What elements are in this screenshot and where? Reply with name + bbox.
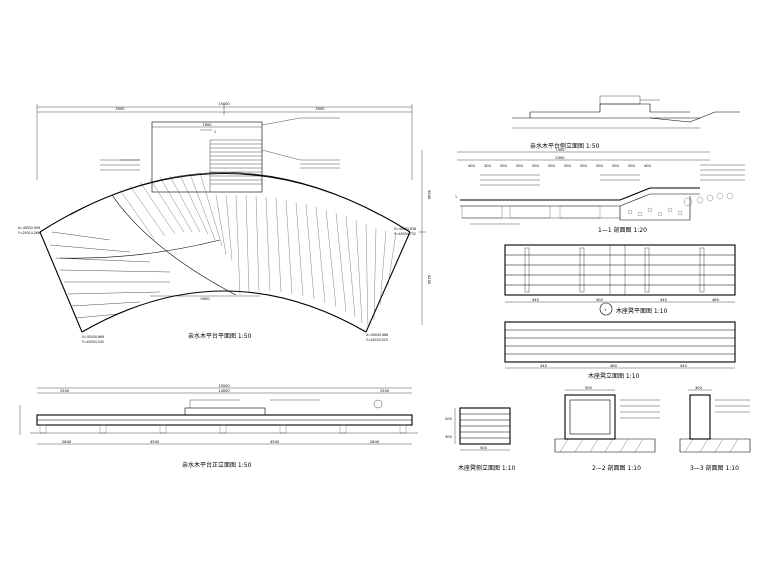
sec1-tick-2: 300 <box>484 164 492 168</box>
bench-side-dim-h1: 200 <box>445 417 453 421</box>
coord-right-x: X=45045.688 <box>366 333 388 337</box>
sec1-tick-9: 500 <box>596 164 604 168</box>
sec1-dim-2: 5300 <box>555 156 565 160</box>
bench-plan-title: 木座凳平面图 1:10 <box>616 307 668 315</box>
section-3-title: 3—3 剖面图 1:10 <box>690 464 739 472</box>
sec1-dim-1: 7400 <box>555 148 565 152</box>
plan-right-dim-2: 4200 <box>427 275 431 285</box>
plan-view: 15000 3500 3500 7600 1 <box>18 102 431 344</box>
coord-right-y: Y=45034.525 <box>366 338 388 342</box>
sec1-tick-10: 500 <box>612 164 620 168</box>
front-bot-dim-2: 4500 <box>150 440 160 444</box>
coord-top-y: Y=45054.732 <box>394 232 416 236</box>
sec1-tick-7: 500 <box>564 164 572 168</box>
section-2-2: 500 2—2 剖面图 1:10 <box>554 386 660 472</box>
bench-elev-dim-1: 440 <box>540 364 548 368</box>
bench-plan-dim-1: 440 <box>532 298 540 302</box>
sec1-tick-11: 500 <box>628 164 636 168</box>
bench-plan-dim-4: 480 <box>712 298 720 302</box>
deck-stairs <box>209 139 262 192</box>
front-elevation: 15000 2500 14000 2500 2840 4500 4500 284… <box>19 384 418 469</box>
sec1-tick-8: 500 <box>580 164 588 168</box>
front-bot-dim-1: 2840 <box>62 440 72 444</box>
sec1-tick-3: 500 <box>500 164 508 168</box>
bench-elev-dim-2: 480 <box>610 364 618 368</box>
rock-fill <box>627 192 734 217</box>
sec3-dim: 300 <box>695 386 703 390</box>
coord-bl-x: X=45050.669 <box>82 335 104 339</box>
front-dim-3: 2500 <box>380 389 390 393</box>
bench-plan-dim-2: 400 <box>596 298 604 302</box>
section-1-1: 7400 5300 400 300 500 500 500 500 500 50… <box>455 148 745 234</box>
plan-dim-right: 3500 <box>315 107 325 111</box>
plan-section-mark: 1 <box>214 130 216 134</box>
bench-side-elevation: 500 200 300 木座凳侧立面图 1:10 <box>445 407 516 472</box>
bench-elevation: 440 480 440 木座凳立面图 1:10 <box>504 321 736 380</box>
sec1-tick-5: 500 <box>532 164 540 168</box>
coord-bl-y: Y=45054.345 <box>82 340 104 344</box>
curved-deck <box>39 172 411 333</box>
side-elevation-title: 亲水木平台侧立面图 1:50 <box>530 142 600 150</box>
front-dim-total: 15000 <box>218 384 230 388</box>
bench-elev-title: 木座凳立面图 1:10 <box>588 372 640 380</box>
coord-top-x: X=45051.838 <box>394 227 416 231</box>
sec1-tick-6: 500 <box>548 164 556 168</box>
sec1-tick-12: 400 <box>644 164 652 168</box>
front-elevation-title: 亲水木平台正立面图 1:50 <box>182 461 252 469</box>
side-elevation: 亲水木平台侧立面图 1:50 <box>512 95 740 150</box>
plan-dim-left: 3500 <box>115 107 125 111</box>
section-dim-ticks: 400 300 500 500 500 500 500 500 500 500 … <box>468 164 652 168</box>
plan-dim-bottom: 9000 <box>200 297 210 301</box>
bench-plan-dim-3: 440 <box>660 298 668 302</box>
plan-title: 亲水木平台平面图 1:50 <box>188 332 252 340</box>
section-1-title: 1—1 剖面图 1:20 <box>598 226 647 234</box>
plan-dim-total: 15000 <box>218 102 230 106</box>
bench-side-dim: 500 <box>480 446 488 450</box>
front-dim-2: 14000 <box>218 389 230 393</box>
bench-plan: 440 400 440 480 1 木座凳平面图 1:10 <box>504 244 736 316</box>
front-dim-1: 2500 <box>60 389 70 393</box>
bench-side-dim-h2: 300 <box>445 435 453 439</box>
section-3-3: 300 3—3 剖面图 1:10 <box>679 386 751 472</box>
coord-left-x: X=45052.906 <box>18 226 40 230</box>
plan-annotation-leaders <box>100 117 340 171</box>
bench-plan-marker <box>599 302 613 316</box>
bench-side-title: 木座凳侧立面图 1:10 <box>458 464 516 472</box>
bench-elev-dim-3: 440 <box>680 364 688 368</box>
coord-left-y: Y=25014.266 <box>18 231 40 235</box>
section-2-title: 2—2 剖面图 1:10 <box>592 464 641 472</box>
front-bot-dim-4: 2840 <box>370 440 380 444</box>
sec1-tick-4: 500 <box>516 164 524 168</box>
plan-right-dim-1: 5040 <box>427 190 431 200</box>
front-bot-dim-3: 4500 <box>270 440 280 444</box>
plan-dim-mid: 7600 <box>202 123 212 127</box>
sec1-tick-1: 400 <box>468 164 476 168</box>
sec2-dim: 500 <box>585 386 593 390</box>
bench-plan-marker-num: 1 <box>604 308 606 312</box>
section-1-label: 1 <box>455 195 457 199</box>
